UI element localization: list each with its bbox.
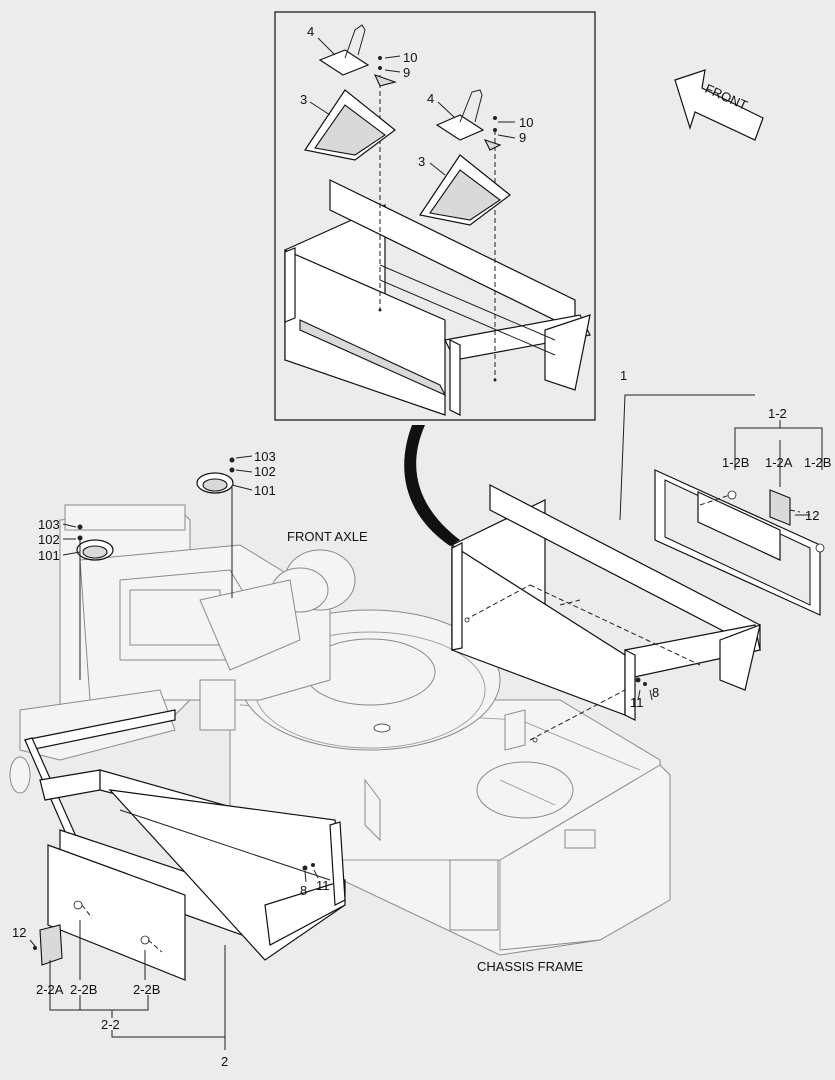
right-leaders bbox=[619, 394, 823, 701]
callout-102-left: 102 bbox=[38, 532, 60, 547]
callout-2-2b-a: 2-2B bbox=[70, 982, 97, 997]
callout-102-top: 102 bbox=[254, 464, 276, 479]
callout-12-left: 12 bbox=[12, 925, 26, 940]
callout-8-right: 8 bbox=[652, 685, 659, 700]
chassis-frame-ghost bbox=[229, 699, 671, 956]
callout-1-2a: 1-2A bbox=[765, 455, 793, 470]
callout-11-right: 11 bbox=[630, 695, 644, 710]
callout-103-left: 103 bbox=[38, 517, 60, 532]
detail-arrow bbox=[404, 425, 460, 546]
callout-8-left: 8 bbox=[300, 883, 307, 898]
right-cover-panel bbox=[654, 469, 825, 616]
callout-10b: 10 bbox=[519, 115, 533, 130]
right-bolts bbox=[635, 677, 647, 686]
left-bracket-101 bbox=[62, 523, 114, 680]
right-bracket-ghost bbox=[504, 689, 626, 751]
left-cover-panel bbox=[39, 844, 186, 981]
left-leaders bbox=[49, 920, 226, 1050]
inset-wheel-chocks bbox=[304, 24, 511, 226]
callout-9b: 9 bbox=[519, 130, 526, 145]
callout-9a: 9 bbox=[403, 65, 410, 80]
callout-3b: 3 bbox=[418, 154, 425, 169]
callout-101-left: 101 bbox=[38, 548, 60, 563]
callout-1-2b-left: 1-2B bbox=[722, 455, 749, 470]
top-bracket-101 bbox=[196, 455, 253, 598]
inset-toolbox bbox=[284, 75, 591, 416]
left-toolbox-assembly bbox=[24, 709, 346, 961]
callout-2-2: 2-2 bbox=[101, 1017, 120, 1032]
callout-2: 2 bbox=[221, 1054, 228, 1069]
front-axle-label: FRONT AXLE bbox=[287, 529, 368, 544]
chassis-frame-label: CHASSIS FRAME bbox=[477, 959, 584, 974]
callout-4b: 4 bbox=[427, 91, 434, 106]
left-bolts bbox=[29, 863, 319, 950]
front-axle-ghost bbox=[9, 504, 356, 794]
callout-10a: 10 bbox=[403, 50, 417, 65]
callout-2-2a: 2-2A bbox=[36, 982, 64, 997]
front-direction-arrow bbox=[674, 69, 764, 141]
callout-101-top: 101 bbox=[254, 483, 276, 498]
inset-leaders bbox=[309, 37, 516, 176]
callout-1: 1 bbox=[620, 368, 627, 383]
callout-2-2b-b: 2-2B bbox=[133, 982, 160, 997]
callout-4a: 4 bbox=[307, 24, 314, 39]
right-toolbox-assembly bbox=[451, 484, 761, 721]
callout-12-right: 12 bbox=[805, 508, 819, 523]
callout-11-left: 11 bbox=[316, 878, 330, 893]
callout-3a: 3 bbox=[300, 92, 307, 107]
callout-1-2: 1-2 bbox=[768, 406, 787, 421]
callout-1-2b-right: 1-2B bbox=[804, 455, 831, 470]
callout-103-top: 103 bbox=[254, 449, 276, 464]
